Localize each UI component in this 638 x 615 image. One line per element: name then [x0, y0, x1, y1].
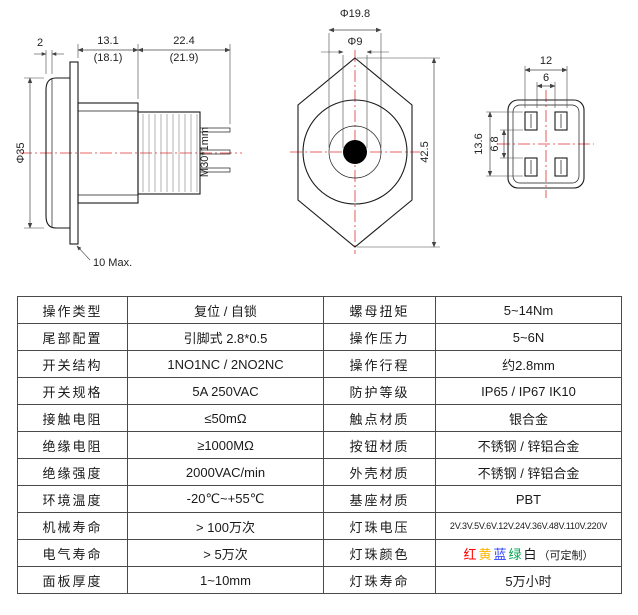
spec-label: 操作行程: [323, 350, 436, 378]
panel-thickness-label: 10 Max.: [93, 257, 132, 269]
spec-label: 外壳材质: [323, 458, 436, 486]
spec-value: ≤50mΩ: [127, 404, 324, 432]
spec-value: 不锈钢 / 锌铝合金: [435, 458, 622, 486]
spec-value: 1~10mm: [127, 566, 324, 594]
dim-label: 6.8: [489, 136, 501, 151]
spec-label: 尾部配置: [17, 323, 128, 351]
spec-row: 操作类型 复位 / 自锁 螺母扭矩 5~14Nm: [17, 296, 622, 324]
spec-label: 机械寿命: [17, 512, 128, 540]
spec-table: 操作类型 复位 / 自锁 螺母扭矩 5~14Nm 尾部配置 引脚式 2.8*0.…: [17, 296, 622, 594]
button-face-circle: [328, 125, 382, 179]
dim-label: 13.6: [473, 133, 485, 154]
spec-label: 灯珠电压: [323, 512, 436, 540]
spec-value: 5~6N: [435, 323, 622, 351]
lamp-color-note: （可定制）: [538, 549, 594, 562]
spec-value: 银合金: [435, 404, 622, 432]
lamp-color-blue: 蓝: [493, 546, 507, 562]
spec-label: 绝缘电阻: [17, 431, 128, 459]
dim-label: Φ35: [15, 142, 27, 163]
dim-label: 42.5: [419, 141, 431, 162]
spec-row: 绝缘电阻 ≥1000MΩ 按钮材质 不锈钢 / 锌铝合金: [17, 431, 622, 459]
spec-value: 约2.8mm: [435, 350, 622, 378]
technical-drawings: 2 13.1 (18.1) 22.4 (21.9) Φ35 M30*1mm 10…: [15, 8, 594, 269]
spec-label: 开关结构: [17, 350, 128, 378]
dim-label: 2: [37, 37, 43, 49]
rear-view-drawing: 12 6 13.6 6.8: [473, 55, 594, 198]
bezel-circle: [302, 99, 408, 205]
hex-nut-outline: [297, 57, 413, 248]
spec-value: > 100万次: [127, 512, 324, 540]
spec-row: 开关规格 5A 250VAC 防护等级 IP65 / IP67 IK10: [17, 377, 622, 405]
spec-label: 防护等级: [323, 377, 436, 405]
terminal-pins-rear: [524, 111, 568, 177]
spec-row: 接触电阻 ≤50mΩ 触点材质 银合金: [17, 404, 622, 432]
spec-row: 面板厚度 1~10mm 灯珠寿命 5万小时: [17, 566, 622, 594]
dim-label: (21.9): [170, 52, 199, 64]
spec-label: 面板厚度: [17, 566, 128, 594]
rear-housing-outline: [507, 99, 585, 189]
spec-label: 按钮材质: [323, 431, 436, 459]
dim-label: 12: [540, 55, 552, 67]
spec-label: 绝缘强度: [17, 458, 128, 486]
thread-hatch: [142, 114, 198, 192]
spec-label: 开关规格: [17, 377, 128, 405]
spec-label: 环境温度: [17, 485, 128, 513]
spec-label: 触点材质: [323, 404, 436, 432]
spec-value-lamp-colors: 红黄蓝绿白（可定制）: [435, 539, 622, 567]
dim-label: (18.1): [94, 52, 123, 64]
lamp-color-yellow: 黄: [478, 546, 492, 562]
spec-value: -20℃~+55℃: [127, 485, 324, 513]
spec-value: 不锈钢 / 锌铝合金: [435, 431, 622, 459]
spec-value: 5A 250VAC: [127, 377, 324, 405]
side-view-drawing: 2 13.1 (18.1) 22.4 (21.9) Φ35 M30*1mm 10…: [15, 35, 242, 269]
thread-label: M30*1mm: [199, 127, 211, 177]
dim-label: Φ9: [348, 36, 363, 48]
spec-value: > 5万次: [127, 539, 324, 567]
dim-label: 6: [543, 72, 549, 84]
spec-value: 2000VAC/min: [127, 458, 324, 486]
spec-value: PBT: [435, 485, 622, 513]
spec-row: 绝缘强度 2000VAC/min 外壳材质 不锈钢 / 锌铝合金: [17, 458, 622, 486]
button-head-outline: [45, 77, 70, 229]
spec-value: 5万小时: [435, 566, 622, 594]
spec-row: 尾部配置 引脚式 2.8*0.5 操作压力 5~6N: [17, 323, 622, 351]
spec-label: 基座材质: [323, 485, 436, 513]
spec-label: 灯珠颜色: [323, 539, 436, 567]
spec-label: 电气寿命: [17, 539, 128, 567]
dim-label: 13.1: [97, 35, 118, 47]
dim-label: Φ19.8: [340, 8, 370, 20]
spec-row: 机械寿命 > 100万次 灯珠电压 2V.3V.5V.6V.12V.24V.36…: [17, 512, 622, 540]
spec-value: 5~14Nm: [435, 296, 622, 324]
spec-label: 接触电阻: [17, 404, 128, 432]
front-view-drawing: Φ19.8 Φ9 42.5: [290, 8, 440, 254]
spec-row: 开关结构 1NO1NC / 2NO2NC 操作行程 约2.8mm: [17, 350, 622, 378]
spec-value-lamp-voltage: 2V.3V.5V.6V.12V.24V.36V.48V.110V.220V: [435, 512, 622, 540]
spec-value: 引脚式 2.8*0.5: [127, 323, 324, 351]
spec-value: 复位 / 自锁: [127, 296, 324, 324]
spec-label: 操作压力: [323, 323, 436, 351]
terminal-pins-side: [199, 127, 231, 173]
spec-value: 1NO1NC / 2NO2NC: [127, 350, 324, 378]
lamp-color-green: 绿: [508, 546, 522, 562]
spec-row: 电气寿命 > 5万次 灯珠颜色 红黄蓝绿白（可定制）: [17, 539, 622, 567]
spec-row: 环境温度 -20℃~+55℃ 基座材质 PBT: [17, 485, 622, 513]
led-dot: [343, 140, 367, 164]
spec-label: 操作类型: [17, 296, 128, 324]
spec-value: ≥1000MΩ: [127, 431, 324, 459]
lamp-color-red: 红: [463, 546, 477, 562]
spec-label: 螺母扭矩: [323, 296, 436, 324]
dim-label: 22.4: [173, 35, 194, 47]
spec-value: IP65 / IP67 IK10: [435, 377, 622, 405]
lamp-color-white: 白: [523, 546, 537, 562]
spec-label: 灯珠寿命: [323, 566, 436, 594]
